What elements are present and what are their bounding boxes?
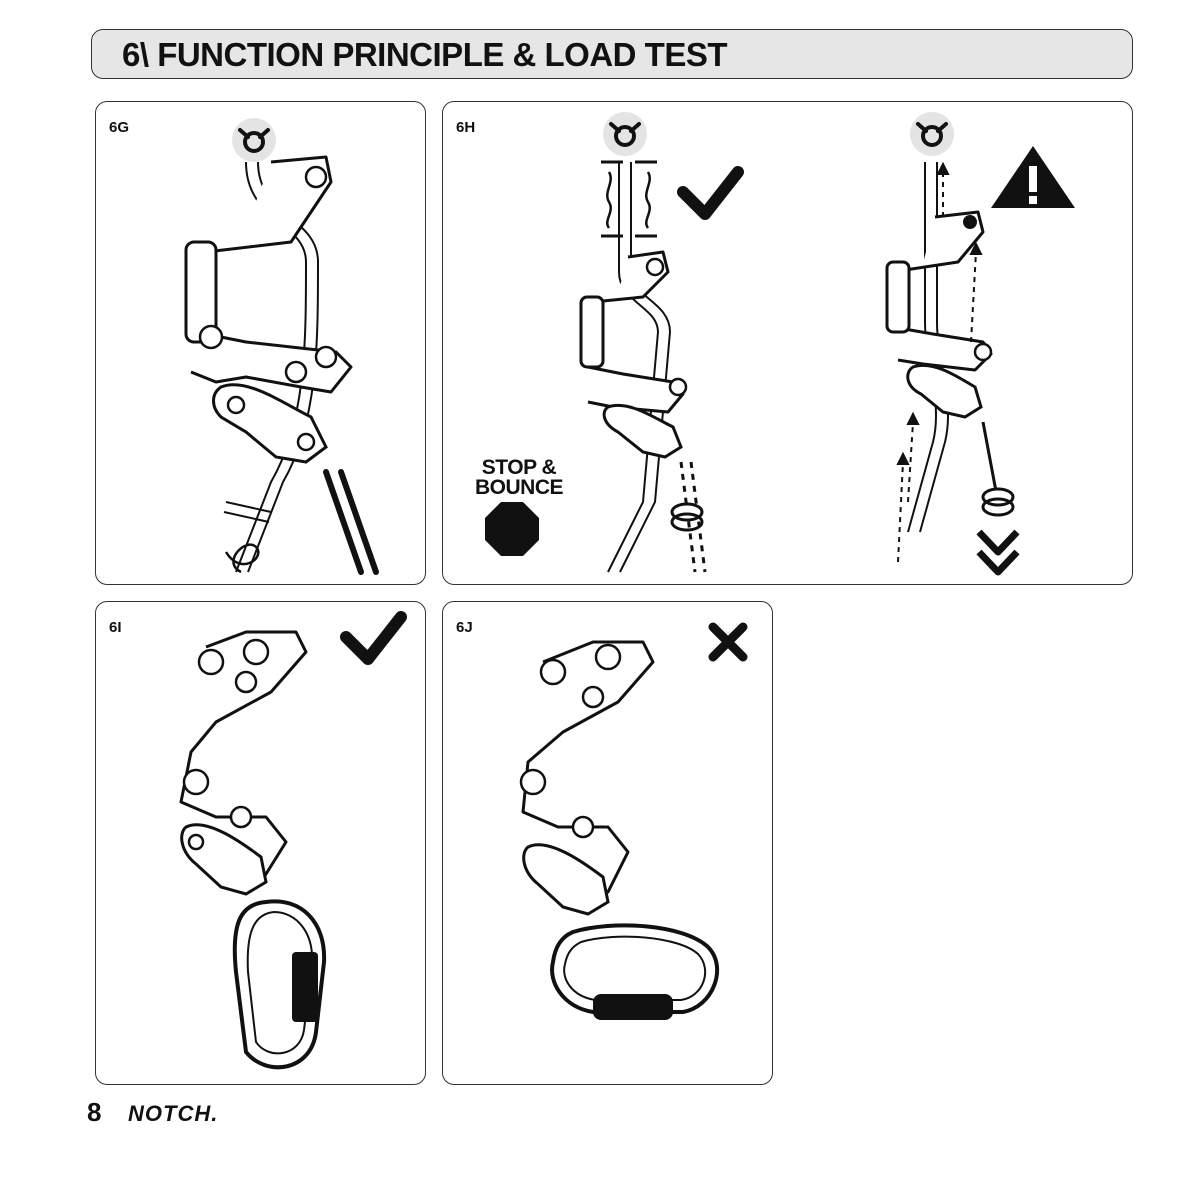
stop-bounce-line1: STOP & [481,456,557,479]
panel-label: 6G [109,119,130,136]
checkmark-icon [677,166,744,220]
checkmark-icon [340,611,407,665]
panel-label: 6H [456,119,476,136]
rope-travel-arrows [896,161,983,563]
anchor-icon [603,112,647,156]
device-carabiner-illustration [519,622,748,1020]
page-title: 6\ FUNCTION PRINCIPLE & LOAD TEST [122,36,728,73]
rope-end-icon [670,502,704,532]
panel-6i: 6I [95,601,426,1085]
panel-6g: 6G [95,101,426,585]
function-illustration [485,112,1075,576]
double-chevron-down-icon [976,529,1020,576]
anchor-icon [232,118,276,162]
stop-bounce-label: STOP & BOUNCE [473,456,565,499]
brand-logo: NOTCH. [128,1101,219,1126]
warning-icon [991,146,1075,208]
anchor-icon [910,112,954,156]
stop-octagon-icon [485,502,539,556]
bounce-indicator [601,160,657,238]
panel-6h: 6H [442,101,1133,585]
panel-label: 6I [109,619,122,636]
device-carabiner-illustration [179,611,407,1070]
page-number: 8 [87,1097,102,1127]
device-illustration [184,118,379,575]
stop-bounce-line2: BOUNCE [474,476,564,499]
section-header: 6\ FUNCTION PRINCIPLE & LOAD TEST [91,29,1133,79]
panel-label: 6J [456,619,473,636]
cross-icon [708,622,748,662]
panel-6j: 6J [442,601,773,1085]
rope-end-icon [981,487,1015,517]
